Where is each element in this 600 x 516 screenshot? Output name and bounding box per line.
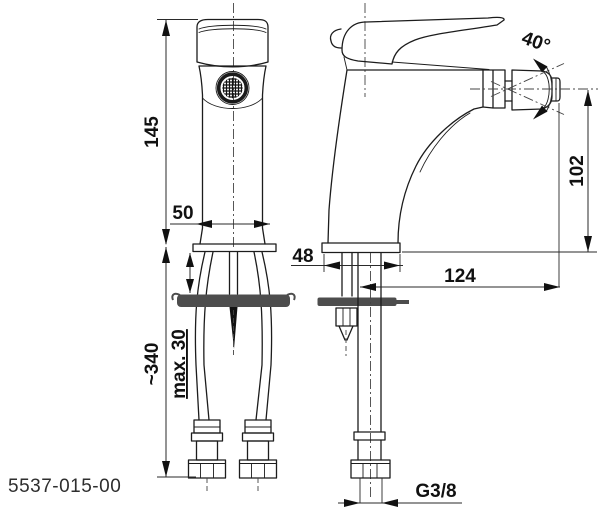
dim-label-50: 50 [172, 203, 193, 224]
lever-end-cap [329, 28, 342, 49]
dimension-thread: G3/8 [338, 478, 462, 507]
mounting-stud-front [228, 251, 239, 357]
arrowhead [162, 247, 170, 263]
front-view [171, 3, 296, 494]
body-front [198, 65, 267, 245]
handle-front [196, 18, 269, 68]
swivel-arc [545, 65, 553, 113]
dim-label-48: 48 [292, 246, 313, 267]
arrowhead [196, 220, 212, 228]
arrowhead [186, 279, 194, 293]
arrowhead [533, 105, 548, 120]
arrowhead [382, 499, 398, 507]
base-plate-side [321, 242, 401, 254]
mounting-stud-side [335, 252, 358, 356]
arrowhead [384, 261, 400, 270]
dimension-swivel-angle: 40° [519, 28, 553, 58]
hose-fitting-left [187, 419, 227, 494]
dim-label-40deg: 40° [519, 28, 553, 58]
arrowhead [360, 283, 376, 291]
product-code: 5537-015-00 [8, 476, 121, 497]
dimension-outlet-height: 102 [402, 90, 597, 253]
body-contour-line [202, 97, 263, 109]
dimension-total-height: 145 [142, 19, 198, 245]
arrowhead [324, 261, 340, 270]
arrowhead [162, 461, 170, 477]
aerator-front [215, 71, 250, 105]
arrowhead [533, 58, 548, 73]
arrowhead [162, 229, 170, 245]
arrowhead [162, 20, 170, 36]
aerator-grid [222, 77, 243, 99]
handle-crest-line [198, 28, 267, 33]
arrowhead [186, 253, 194, 267]
supply-hoses-front [194, 251, 273, 421]
swivel-angle-construction [470, 58, 598, 120]
dim-label-102: 102 [567, 155, 588, 187]
dim-label-g38: G3/8 [415, 481, 456, 502]
body-side [327, 69, 484, 244]
dim-label-max30: max. 30 [169, 329, 190, 399]
spout-aerator-side [482, 69, 561, 111]
arrowhead [584, 236, 592, 252]
lever-neck-lines [343, 56, 490, 71]
dim-label-340: ~340 [142, 343, 163, 386]
washer-front [171, 292, 296, 307]
arrowhead [254, 220, 270, 228]
supply-pipe-side [350, 252, 391, 500]
arrowhead [344, 499, 360, 507]
dim-label-124: 124 [444, 266, 476, 287]
arrowhead [584, 90, 592, 106]
dimension-base-depth: 48 [291, 246, 403, 272]
base-plate-front [192, 243, 277, 253]
dim-label-145: 145 [142, 116, 163, 148]
dimension-reach: 124 [360, 103, 560, 291]
side-view [317, 3, 598, 500]
dimension-counter-thickness: max. 30 [169, 253, 194, 399]
body-highlight-line [419, 112, 471, 173]
dimension-body-width: 50 [170, 203, 270, 228]
washer-side [317, 297, 409, 306]
hose-fitting-right [238, 419, 278, 494]
lever-side [341, 16, 505, 65]
arrowhead [544, 283, 560, 291]
handle-crest-line [198, 24, 267, 30]
dimension-hose-length: ~340 [142, 247, 196, 478]
swivel-range-lines [490, 63, 565, 115]
